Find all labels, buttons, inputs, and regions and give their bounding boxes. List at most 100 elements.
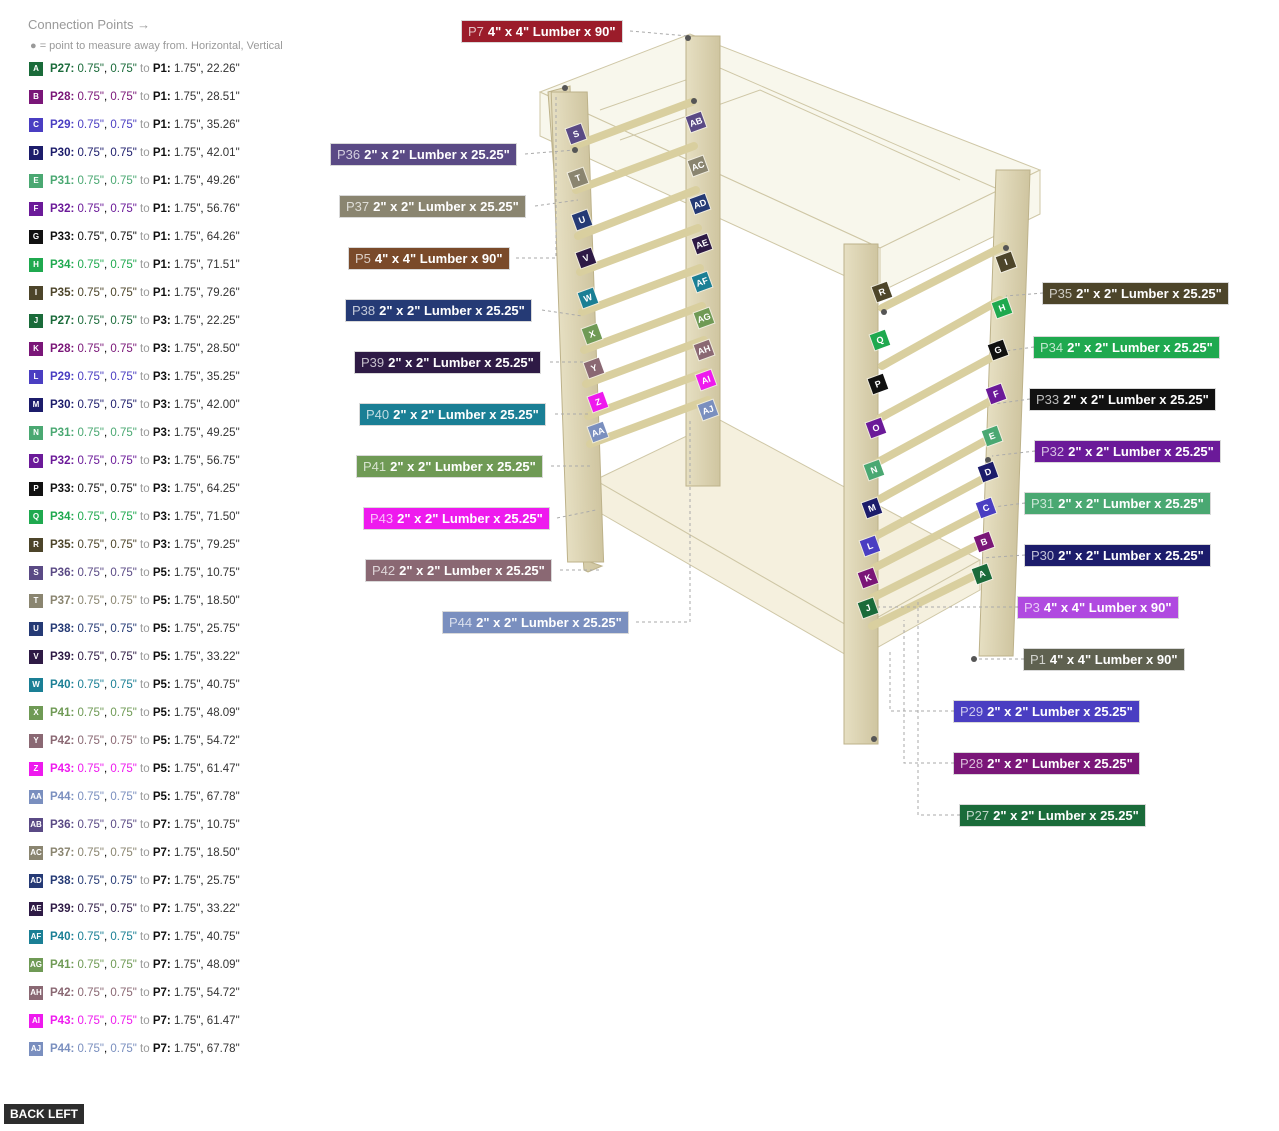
connection-target-h: 1.75" (173, 315, 201, 327)
connection-part-name: P31: (50, 427, 75, 439)
connection-target-h: 1.75" (173, 91, 201, 103)
part-description: 2" x 2" Lumber x 25.25" (1058, 548, 1204, 563)
connection-points-header[interactable]: Connection Points → (28, 17, 151, 32)
connection-target-part: P5: (152, 763, 171, 775)
part-id: P7 (468, 24, 484, 39)
connection-v-value: 0.75" (110, 455, 137, 467)
connection-target-v: 64.25" (206, 483, 240, 495)
connection-to-word: to (140, 987, 150, 999)
connection-badge: F (29, 202, 43, 216)
connection-h-value: 0.75" (77, 315, 104, 327)
connection-target-part: P5: (152, 651, 171, 663)
connection-part-name: P32: (50, 455, 75, 467)
connection-v-value: 0.75" (110, 175, 137, 187)
connection-to-word: to (140, 847, 150, 859)
connection-target-v: 18.50" (206, 847, 240, 859)
back-left-button[interactable]: BACK LEFT (4, 1104, 84, 1124)
connection-h-value: 0.75" (77, 483, 104, 495)
connection-target-v: 35.25" (206, 371, 240, 383)
connection-target-part: P1: (152, 91, 171, 103)
connection-target-v: 56.75" (206, 455, 240, 467)
connection-part-name: P30: (50, 147, 75, 159)
connection-target-v: 42.01" (206, 147, 240, 159)
part-id: P27 (966, 808, 990, 823)
connection-h-value: 0.75" (77, 203, 104, 215)
part-id: P33 (1036, 392, 1060, 407)
connection-part-name: P38: (50, 623, 75, 635)
connection-to-word: to (140, 147, 150, 159)
connection-target-h: 1.75" (173, 483, 201, 495)
part-id: P37 (346, 199, 370, 214)
connection-target-part: P1: (152, 259, 171, 271)
connection-part-name: P44: (50, 791, 75, 803)
part-description: 2" x 2" Lumber x 25.25" (1068, 444, 1214, 459)
connection-target-v: 71.51" (206, 259, 240, 271)
connection-badge: AC (29, 846, 43, 860)
connection-part-name: P36: (50, 567, 75, 579)
connection-h-value: 0.75" (77, 651, 104, 663)
part-description: 2" x 2" Lumber x 25.25" (987, 704, 1133, 719)
connection-target-h: 1.75" (173, 623, 201, 635)
connection-target-part: P1: (152, 119, 171, 131)
